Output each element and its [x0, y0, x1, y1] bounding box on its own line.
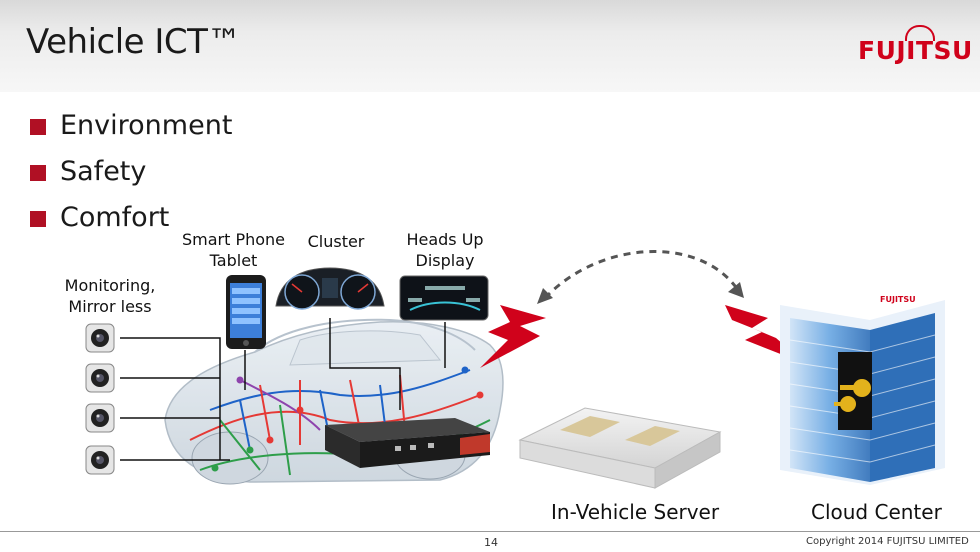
monitoring-label-line2: Mirror less — [68, 297, 152, 316]
hud-label-line2: Display — [415, 251, 475, 270]
camera-icon — [85, 323, 115, 353]
slide-header — [0, 0, 980, 92]
monitoring-label-line1: Monitoring, — [64, 276, 156, 295]
copyright-text: Copyright 2014 FUJITSU LIMITED — [806, 536, 969, 547]
vehicle-ecu-box — [325, 418, 490, 468]
slide-title: Vehicle ICT™ — [26, 22, 241, 62]
bullet-square-icon — [30, 165, 46, 181]
smartphone-label-line2: Tablet — [209, 251, 258, 270]
in-vehicle-server-label: In-Vehicle Server — [551, 500, 720, 524]
bullet-item: Comfort — [30, 200, 232, 246]
bullet-list: Environment Safety Comfort — [30, 108, 232, 246]
smartphone-label: Smart Phone Tablet — [176, 229, 291, 271]
hud-label: Heads Up Display — [392, 229, 498, 271]
camera-icon — [85, 403, 115, 433]
bullet-item: Safety — [30, 154, 232, 200]
bullet-item: Environment — [30, 108, 232, 154]
footer-divider — [0, 531, 980, 532]
monitoring-label: Monitoring, Mirror less — [55, 275, 165, 317]
cluster-label: Cluster — [307, 232, 365, 251]
camera-icon — [85, 363, 115, 393]
fujitsu-logo: FUJITSU — [858, 36, 973, 65]
camera-group — [85, 323, 115, 475]
camera-icon — [85, 445, 115, 475]
heads-up-display-icon — [399, 275, 489, 321]
bullet-square-icon — [30, 119, 46, 135]
cloud-center-label: Cloud Center — [811, 500, 942, 524]
hud-label-line1: Heads Up — [406, 230, 484, 249]
instrument-cluster-icon — [275, 267, 385, 310]
key-icon — [834, 379, 871, 412]
bullet-text: Environment — [60, 110, 233, 141]
datacenter-building-icon: FUJITSU — [780, 295, 945, 485]
smartphone-icon — [226, 275, 266, 349]
logo-arc — [905, 25, 935, 41]
building-logo-text: FUJITSU — [880, 295, 916, 304]
smartphone-label-line1: Smart Phone — [181, 230, 286, 249]
server-box-icon — [518, 407, 722, 489]
wireless-lightning-icon — [480, 305, 546, 368]
bullet-text: Comfort — [60, 202, 170, 233]
cloud-vehicle-link-arrow — [537, 250, 744, 304]
bullet-text: Safety — [60, 156, 147, 187]
device-connection-lines — [120, 318, 446, 461]
page-number: 14 — [484, 536, 498, 549]
bullet-square-icon — [30, 211, 46, 227]
